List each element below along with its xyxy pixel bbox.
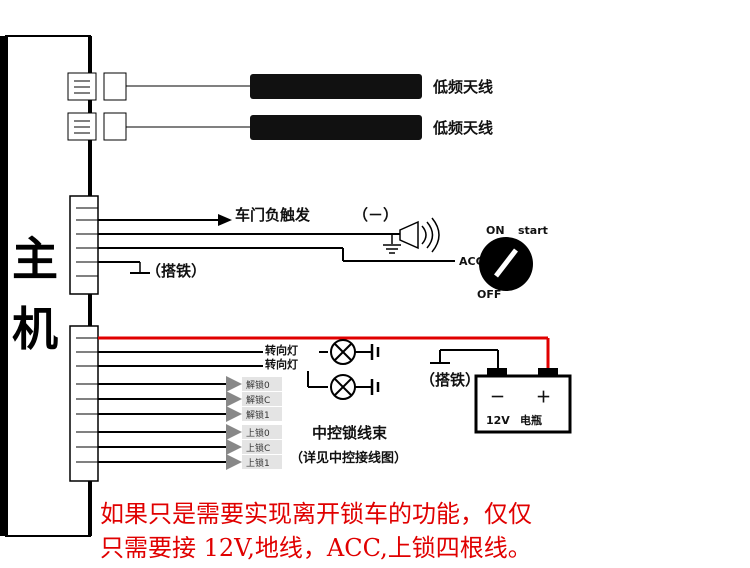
antenna-label-1: 低频天线 — [432, 78, 493, 96]
note-line-1: 如果只是需要实现离开锁车的功能，仅仅 — [100, 500, 532, 528]
main-unit-label-1: 主 — [12, 232, 58, 286]
ignition-start-label: start — [518, 224, 548, 237]
antenna-2: 低频天线 — [250, 115, 493, 140]
battery-plus: ＋ — [536, 388, 551, 406]
central-lock-subtitle: （详见中控接线图） — [290, 450, 407, 466]
antenna-connector-1 — [67, 72, 250, 101]
horn-icon — [383, 217, 440, 254]
ground-label-upper: （搭铁） — [146, 262, 206, 280]
ignition-switch: ON start OFF — [477, 224, 548, 301]
lock-wire-label-5: 上锁C — [246, 442, 270, 454]
lock-wire-5: 上锁C — [98, 439, 282, 455]
antenna-connector-2 — [67, 112, 250, 141]
lock-wire-label-1: 解锁0 — [246, 379, 270, 391]
lock-wire-4: 上锁0 — [98, 424, 282, 440]
power-wire — [98, 336, 550, 374]
turn-signal-label-1: 转向灯 — [265, 343, 298, 357]
lock-wire-label-3: 解锁1 — [246, 409, 270, 421]
note: 如果只是需要实现离开锁车的功能，仅仅 只需要接 12V,地线，ACC,上锁四根线… — [96, 493, 742, 563]
horn-wire — [98, 217, 440, 254]
lock-wire-2: 解锁C — [98, 391, 282, 407]
main-unit-label-2: 机 — [12, 302, 58, 356]
lock-wire-6: 上锁1 — [98, 454, 282, 470]
acc-wire: ACC — [98, 247, 484, 268]
battery: （搭铁） － ＋ 12V 电瓶 — [420, 349, 572, 434]
central-lock-title: 中控锁线束 — [312, 424, 388, 442]
lock-wire-label-4: 上锁0 — [246, 427, 270, 439]
lock-wire-label-2: 解锁C — [246, 394, 270, 406]
acc-label: ACC — [459, 255, 484, 268]
turn-signal-wire-2: 转向灯 — [98, 357, 380, 400]
ignition-on-label: ON — [486, 224, 505, 237]
ignition-off-label: OFF — [477, 288, 501, 301]
turn-signal-wire-1: 转向灯 — [98, 339, 380, 365]
lock-wire-3: 解锁1 — [98, 406, 282, 422]
battery-ground-label: （搭铁） — [420, 371, 480, 389]
battery-name: 电瓶 — [520, 413, 542, 427]
turn-lamp-icon — [330, 339, 380, 365]
antenna-1: 低频天线 — [250, 74, 493, 99]
battery-voltage: 12V — [486, 414, 510, 427]
lower-harness-connector — [69, 325, 99, 482]
antenna-label-2: 低频天线 — [432, 119, 493, 137]
note-line-2: 只需要接 12V,地线，ACC,上锁四根线。 — [100, 534, 532, 562]
turn-lamp-icon — [330, 374, 380, 400]
door-trigger-wire: 车门负触发 （－） — [98, 206, 398, 226]
turn-signal-label-2: 转向灯 — [265, 357, 298, 371]
door-trigger-label: 车门负触发 — [235, 206, 311, 224]
battery-minus: － — [490, 388, 505, 406]
door-trigger-polarity: （－） — [353, 206, 398, 224]
lock-wire-1: 解锁0 — [98, 376, 282, 392]
ground-wire-upper: （搭铁） — [98, 261, 206, 280]
lock-wire-label-6: 上锁1 — [246, 457, 270, 469]
upper-harness-connector — [69, 195, 99, 295]
